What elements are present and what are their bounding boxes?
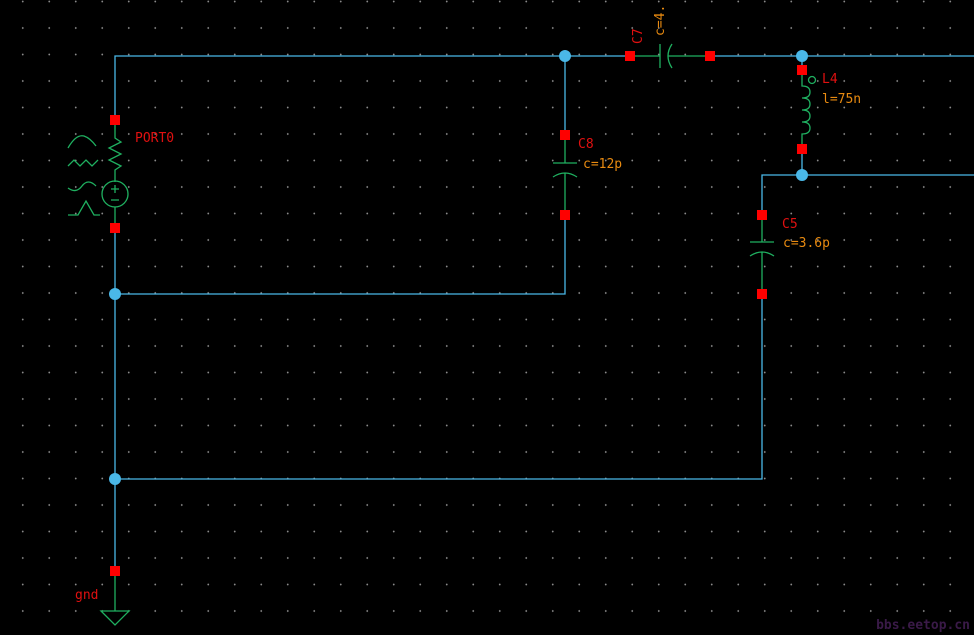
junction-dot	[796, 50, 808, 62]
wires	[114, 55, 974, 571]
wire-c5-top[interactable]	[761, 174, 802, 215]
inductor-l4[interactable]	[801, 70, 817, 149]
junctions	[109, 50, 808, 485]
pins	[110, 51, 807, 576]
pin[interactable]	[560, 210, 570, 220]
sine-wave-icon	[67, 135, 97, 149]
c7-param-label: c=4.	[653, 5, 668, 36]
c8-name-label: C8	[578, 137, 594, 152]
c8-param-label: c=12p	[583, 157, 622, 172]
wave-icon	[67, 181, 97, 192]
junction-dot	[109, 473, 121, 485]
l4-name-label: L4	[822, 72, 838, 87]
pin[interactable]	[110, 223, 120, 233]
pulse-icon	[68, 199, 100, 216]
junction-dot	[796, 169, 808, 181]
port-symbol[interactable]	[67, 120, 129, 228]
pin[interactable]	[110, 566, 120, 576]
pin[interactable]	[110, 115, 120, 125]
port-name-label: PORT0	[135, 131, 174, 146]
wire-c8-bottom[interactable]	[115, 215, 566, 295]
pin[interactable]	[705, 51, 715, 61]
capacitor-c7[interactable]	[630, 43, 710, 69]
pin[interactable]	[757, 210, 767, 220]
wire-l4-bottom[interactable]	[801, 149, 974, 176]
pin[interactable]	[797, 65, 807, 75]
wire-c5-bottom[interactable]	[115, 294, 763, 480]
gnd-label: gnd	[75, 588, 98, 603]
pin[interactable]	[757, 289, 767, 299]
capacitor-c5[interactable]	[749, 215, 775, 294]
c7-name-label: C7	[631, 28, 646, 44]
junction-dot	[559, 50, 571, 62]
c5-param-label: c=3.6p	[783, 236, 830, 251]
pin[interactable]	[625, 51, 635, 61]
c5-name-label: C5	[782, 217, 798, 232]
watermark: bbs.eetop.cn	[876, 618, 970, 633]
l4-param-label: l=75n	[822, 92, 861, 107]
wire-top-left[interactable]	[114, 55, 630, 120]
pin[interactable]	[797, 144, 807, 154]
ground-symbol[interactable]	[99, 571, 131, 626]
capacitor-c8[interactable]	[552, 135, 578, 215]
junction-dot	[109, 288, 121, 300]
pin[interactable]	[560, 130, 570, 140]
